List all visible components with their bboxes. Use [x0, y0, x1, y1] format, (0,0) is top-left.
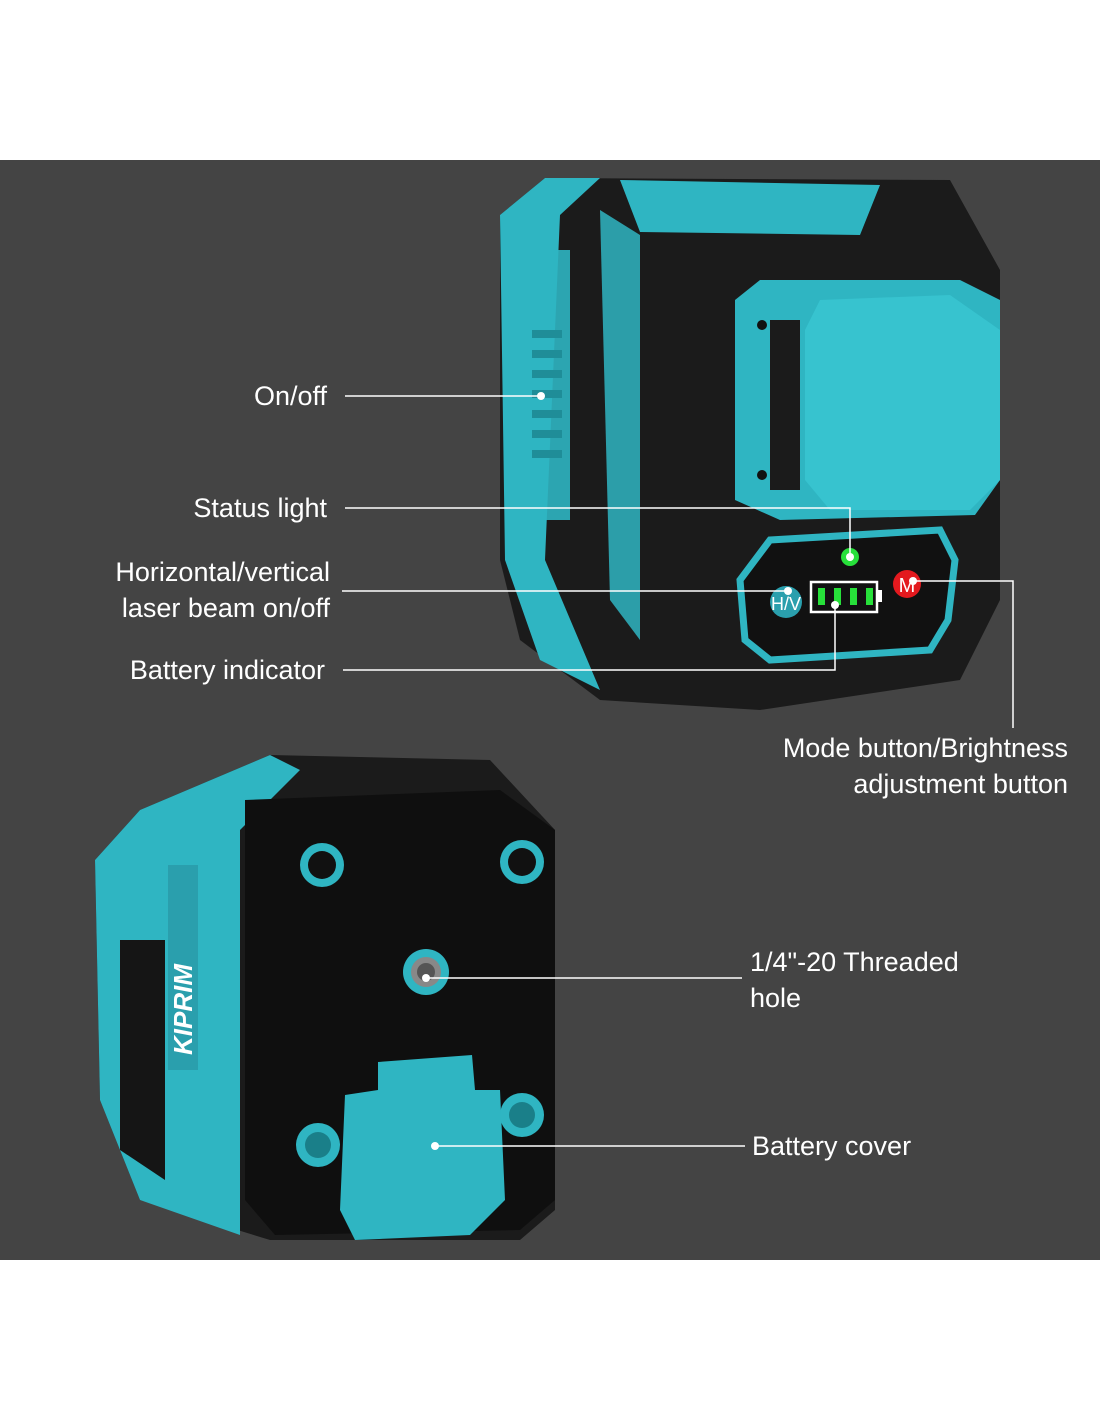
laser-level-bottom-view: KIPRIM: [95, 755, 555, 1240]
label-hv-line2: laser beam on/off: [121, 593, 330, 623]
label-battery-indicator: Battery indicator: [129, 655, 325, 685]
label-mode-line1: Mode button/Brightness: [782, 733, 1068, 763]
leader-lines: [342, 395, 1014, 1147]
label-battery-cover: Battery cover: [752, 1131, 912, 1161]
label-thread-line1: 1/4"-20 Threaded: [750, 947, 959, 977]
label-thread-line2: hole: [750, 983, 802, 1013]
brand-logo: KIPRIM: [168, 963, 198, 1055]
leader-dots: [422, 392, 917, 1150]
laser-level-front-view: H/V M: [500, 178, 1000, 710]
hv-button-label: H/V: [771, 594, 801, 614]
label-status-light: Status light: [193, 493, 327, 523]
label-on-off: On/off: [253, 381, 327, 411]
label-hv-line1: Horizontal/vertical: [115, 557, 330, 587]
label-mode-line2: adjustment button: [853, 769, 1068, 799]
